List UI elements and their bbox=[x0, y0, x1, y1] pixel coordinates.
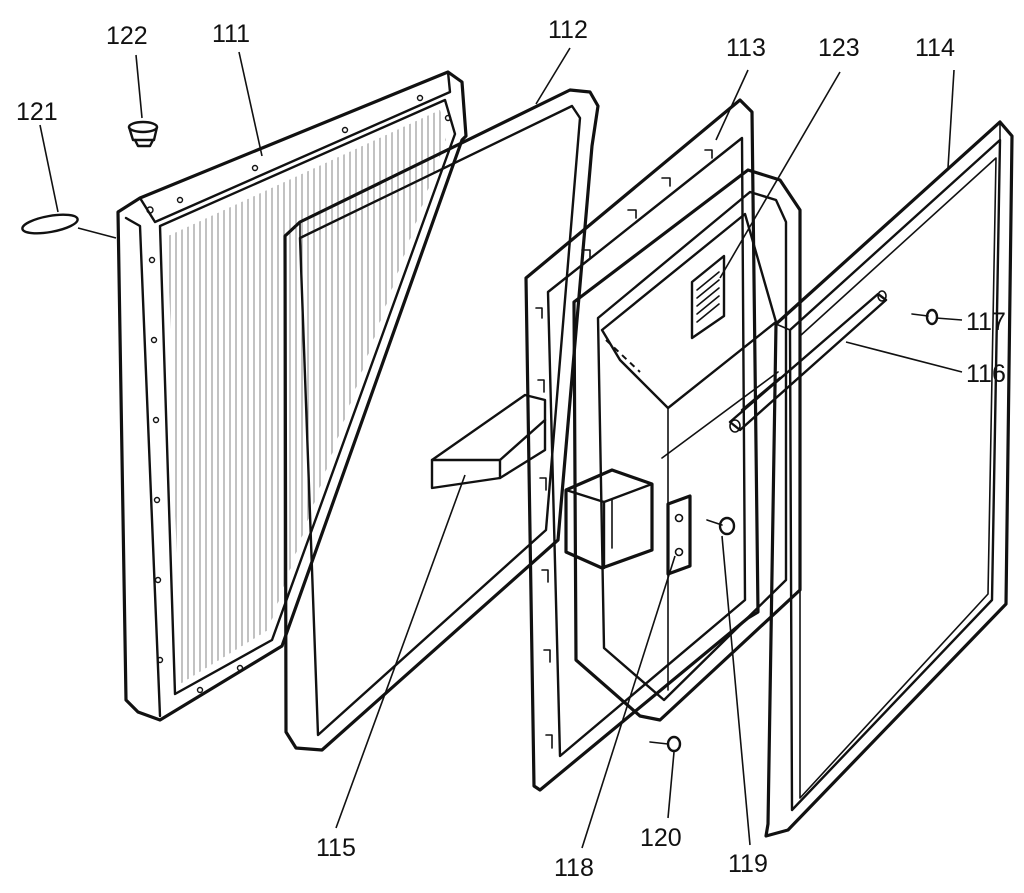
door-frame-114 bbox=[764, 120, 1014, 838]
label-111: 111 bbox=[212, 20, 250, 48]
plug-cap-122 bbox=[127, 120, 159, 148]
gasket-ring-121 bbox=[21, 213, 79, 235]
screw-120 bbox=[649, 735, 682, 753]
outer-door-panel-111 bbox=[116, 70, 468, 722]
label-plate-123 bbox=[690, 254, 726, 340]
screw-119 bbox=[706, 516, 736, 536]
label-113: 113 bbox=[726, 34, 766, 62]
leader-lines bbox=[39, 47, 963, 849]
insulation-panel-112 bbox=[283, 88, 600, 752]
label-118: 118 bbox=[554, 854, 594, 882]
label-112: 112 bbox=[548, 16, 588, 44]
label-121: 121 bbox=[16, 98, 58, 126]
label-119: 119 bbox=[728, 850, 768, 878]
label-115: 115 bbox=[316, 834, 356, 862]
label-123: 123 bbox=[818, 34, 860, 62]
label-117: 117 bbox=[966, 308, 1006, 336]
label-116: 116 bbox=[966, 360, 1006, 388]
label-122: 122 bbox=[106, 22, 148, 50]
label-114: 114 bbox=[915, 34, 955, 62]
label-120: 120 bbox=[640, 824, 682, 852]
part-labels: 121 122 111 112 113 123 114 117 116 115 … bbox=[16, 16, 1006, 882]
latch-bracket-118 bbox=[666, 494, 692, 576]
screw-117 bbox=[911, 308, 939, 326]
